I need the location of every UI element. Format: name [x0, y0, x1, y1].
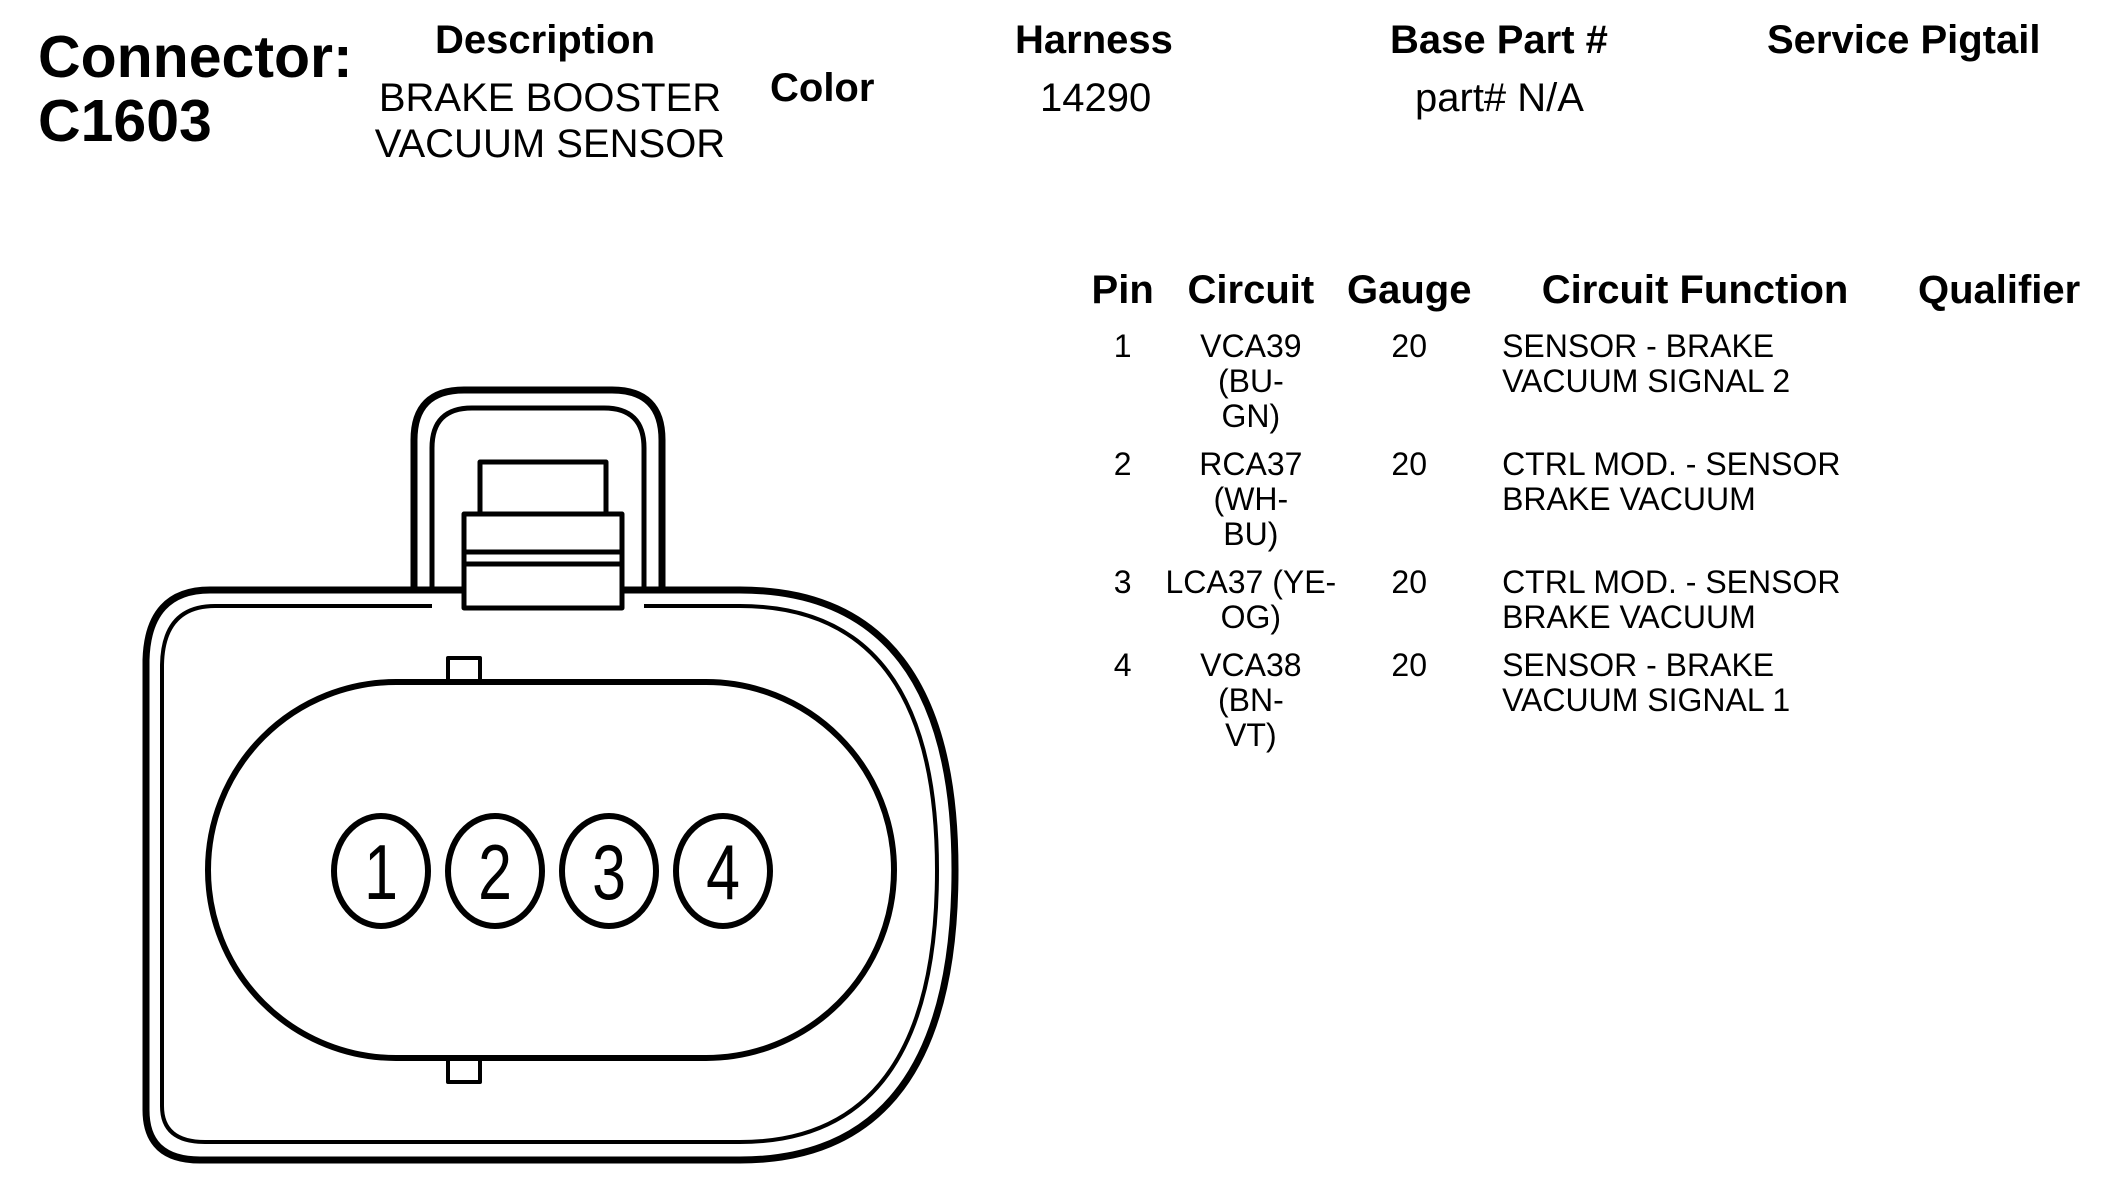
pin-1-circle — [331, 813, 431, 929]
circuit-code: VCA39 (BU- GN) — [1200, 328, 1302, 434]
table-row: 1 VCA39 (BU- GN) 20 SENSOR - BRAKE VACUU… — [1080, 329, 2120, 447]
pin-number: 1 — [1113, 328, 1132, 364]
circuit-function-column-header: Circuit Function — [1541, 268, 1849, 312]
circuit-function: CTRL MOD. - SENSOR BRAKE VACUUM — [1502, 564, 1841, 635]
connector-id: C1603 — [38, 88, 212, 154]
pin-table-header-row: Pin Circuit Gauge Circuit Function Quali… — [1080, 268, 2120, 329]
circuit-function: SENSOR - BRAKE VACUUM SIGNAL 1 — [1502, 647, 1791, 718]
locking-tab-outer — [410, 386, 666, 590]
circuit-function: SENSOR - BRAKE VACUUM SIGNAL 2 — [1502, 328, 1791, 399]
gauge-column-header: Gauge — [1346, 268, 1472, 312]
latch-middle-block — [461, 511, 625, 567]
locking-tab-inner — [429, 405, 647, 590]
pin-cavity — [205, 679, 897, 1061]
pin-4-circle — [673, 813, 773, 929]
base-part-header: Base Part # — [1390, 18, 1608, 62]
circuit-code: VCA38 (BN- VT) — [1200, 647, 1302, 753]
connector-label: Connector: — [38, 24, 353, 90]
description-line-1: BRAKE BOOSTER — [378, 76, 722, 120]
wire-gauge: 20 — [1391, 647, 1427, 683]
pin-4-label: 4 — [706, 829, 740, 916]
wire-gauge: 20 — [1391, 328, 1427, 364]
color-header: Color — [770, 66, 875, 110]
pin-number: 3 — [1113, 564, 1132, 600]
latch-top-block — [477, 459, 609, 517]
pin-1-label: 1 — [364, 829, 398, 916]
pin-2-label: 2 — [478, 829, 512, 916]
wire-gauge: 20 — [1391, 564, 1427, 600]
pin-table: Pin Circuit Gauge Circuit Function Quali… — [1080, 268, 2120, 766]
wire-gauge: 20 — [1391, 446, 1427, 482]
connector-housing-inner — [160, 604, 939, 1144]
pin-2-circle — [445, 813, 545, 929]
pin-column-header: Pin — [1091, 268, 1154, 312]
circuit-code: RCA37 (WH- BU) — [1199, 446, 1303, 552]
latch-base-block — [461, 561, 625, 611]
circuit-function: CTRL MOD. - SENSOR BRAKE VACUUM — [1502, 446, 1841, 517]
pin-number: 4 — [1113, 647, 1132, 683]
circuit-column-header: Circuit — [1187, 268, 1315, 312]
pin-3-circle — [559, 813, 659, 929]
harness-header: Harness — [1015, 18, 1173, 62]
service-pigtail-header: Service Pigtail — [1767, 18, 2041, 62]
pin-3-label: 3 — [592, 829, 626, 916]
base-part-value: part# N/A — [1415, 76, 1584, 120]
table-row: 4 VCA38 (BN- VT) 20 SENSOR - BRAKE VACUU… — [1080, 648, 2120, 766]
table-row: 3 LCA37 (YE- OG) 20 CTRL MOD. - SENSOR B… — [1080, 565, 2120, 648]
table-row: 2 RCA37 (WH- BU) 20 CTRL MOD. - SENSOR B… — [1080, 447, 2120, 565]
connector-title: Connector: C1603 — [38, 25, 353, 153]
qualifier-column-header: Qualifier — [1917, 268, 2081, 312]
harness-value: 14290 — [1040, 76, 1152, 120]
circuit-code: LCA37 (YE- OG) — [1165, 564, 1337, 635]
description-header: Description — [435, 18, 656, 62]
description-line-2: VACUUM SENSOR — [374, 122, 726, 166]
pin-number: 2 — [1113, 446, 1132, 482]
